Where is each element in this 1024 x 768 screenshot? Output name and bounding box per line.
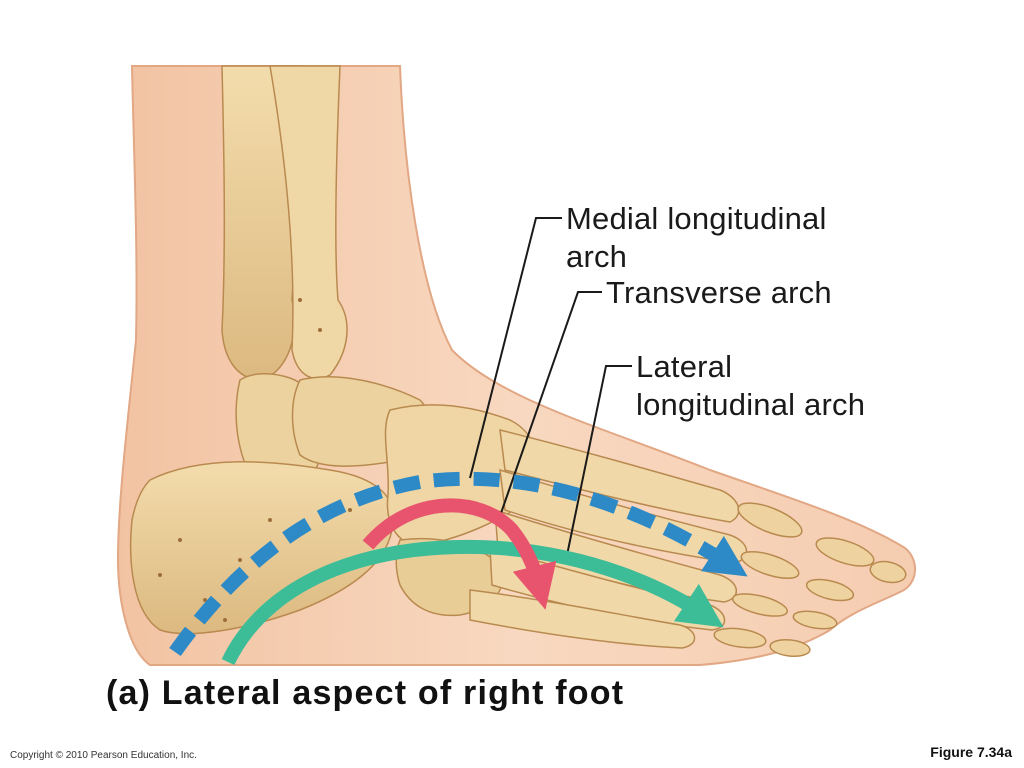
lateral-arch-arrow	[221, 539, 724, 666]
leader-line-transverse	[499, 291, 602, 517]
fibula-bone	[269, 65, 348, 380]
phalanges	[713, 502, 907, 657]
figure-caption: (a) Lateral aspect of right foot	[106, 674, 625, 712]
leader-lines	[469, 217, 632, 561]
transverse-arch-arrow	[362, 498, 557, 610]
transverse-arch-label: Transverse arch	[606, 274, 906, 312]
leader-line-lateral	[565, 365, 632, 561]
leader-line-medial	[469, 217, 562, 479]
medial-longitudinal-arch-label: Medial longitudinal arch	[566, 200, 896, 276]
lateral-label-line1: Lateral	[636, 349, 733, 384]
medial-label-line2: arch	[566, 239, 628, 274]
lateral-label-line2: longitudinal arch	[636, 387, 866, 422]
lateral-longitudinal-arch-label: Lateral longitudinal arch	[636, 348, 936, 424]
copyright-notice: Copyright © 2010 Pearson Education, Inc.	[10, 750, 197, 761]
transverse-label-text: Transverse arch	[606, 275, 832, 310]
figure-number: Figure 7.34a	[930, 744, 1012, 760]
bone-texture	[158, 298, 352, 622]
medial-label-line1: Medial longitudinal	[566, 201, 827, 236]
medial-arch-arrow	[169, 471, 748, 657]
